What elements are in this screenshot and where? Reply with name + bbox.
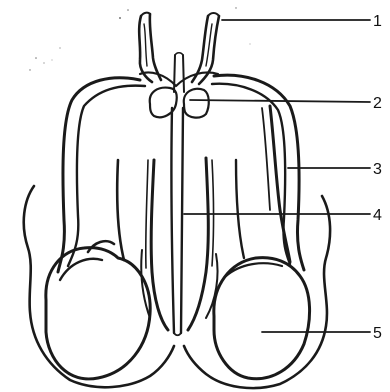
label-3: 3 [373, 161, 382, 178]
leader-line-2 [190, 100, 370, 102]
bulb-structure [150, 88, 209, 118]
label-5: 5 [373, 325, 382, 342]
diagram-labels: 1 2 3 4 5 [373, 13, 382, 342]
label-4: 4 [373, 207, 382, 224]
spermatic-cords [139, 13, 219, 92]
testes [46, 241, 310, 379]
inner-folds [117, 106, 290, 330]
scrotal-septum [171, 108, 183, 335]
label-2: 2 [373, 95, 382, 112]
diagram-drawing [24, 7, 370, 388]
label-1: 1 [373, 13, 382, 30]
